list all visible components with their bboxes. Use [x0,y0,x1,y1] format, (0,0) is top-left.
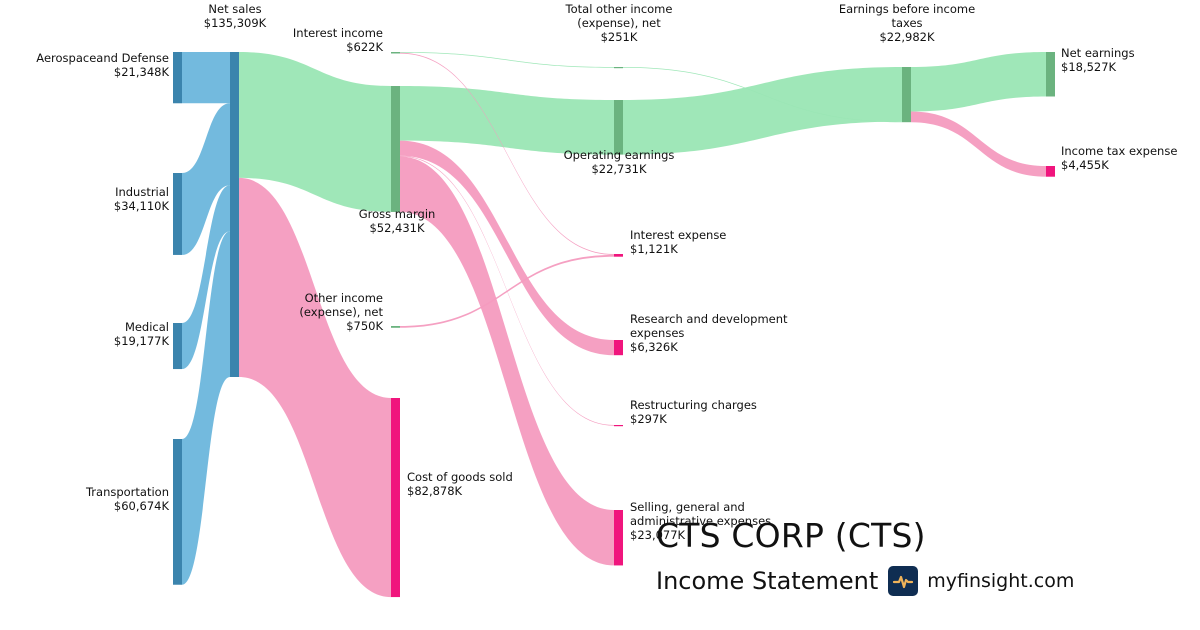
label-interest_expense: Interest expense$1,121K [630,228,726,256]
flow-gross_margin-to-operating [400,86,614,155]
node-total_other [614,67,623,69]
chart-title: CTS CORP (CTS) [656,516,926,555]
node-medical [173,323,182,370]
flow-gross_margin-to-rnd [400,140,614,356]
label-net_earnings: Net earnings$18,527K [1061,46,1135,74]
label-cogs: Cost of goods sold$82,878K [407,470,513,498]
node-net_sales [230,52,239,377]
flow-medical-to-net_sales [182,185,230,370]
node-sga [614,510,623,566]
node-restructuring [614,425,623,427]
flow-total_other-to-ebt [623,67,902,123]
label-net_sales: Net sales$135,309K [204,2,267,30]
flow-ebt-to-tax [911,111,1046,177]
label-interest_income: Interest income$622K [293,26,384,54]
label-total_other: Total other income(expense), net$251K [565,2,673,44]
label-restructuring: Restructuring charges$297K [630,398,757,426]
node-interest_expense [614,254,623,257]
flow-industrial-to-net_sales [182,103,230,255]
flow-interest_income-to-interest_expense [400,52,614,255]
flow-operating-to-ebt [623,67,902,155]
node-transport [173,439,182,585]
node-gross_margin [391,86,400,212]
flow-net_sales-to-gross_margin [239,52,391,212]
node-tax [1046,166,1055,177]
node-industrial [173,173,182,255]
node-ebt [902,67,911,123]
flow-ebt-to-net_earnings [911,52,1046,112]
flow-net_sales-to-cogs [239,177,391,598]
node-operating [614,100,623,155]
label-other_income: Other income(expense), net$750K [299,291,383,333]
label-aero: Aerospaceand Defense$21,348K [36,51,169,79]
node-net_earnings [1046,52,1055,97]
label-gross_margin: Gross margin$52,431K [359,207,436,235]
flow-gross_margin-to-sga [400,156,614,566]
node-interest_income [391,52,400,54]
flow-transport-to-net_sales [182,231,230,585]
label-industrial: Industrial$34,110K [114,185,170,213]
label-medical: Medical$19,177K [114,320,170,348]
node-cogs [391,398,400,598]
node-aero [173,52,182,104]
node-rnd [614,340,623,356]
chart-subtitle: Income Statement [656,567,879,595]
brand-row: Income Statement myfinsight.com [656,566,1074,596]
brand-name: myfinsight.com [927,570,1075,592]
label-tax: Income tax expense$4,455K [1061,144,1177,172]
label-operating: Operating earnings$22,731K [564,148,675,176]
node-other_income [391,326,400,328]
flow-other_income-to-interest_expense [400,254,614,328]
flow-interest_income-to-total_other [400,52,614,68]
flow-aero-to-net_sales [182,52,230,104]
pulse-chart-icon [888,566,919,596]
label-transport: Transportation$60,674K [85,485,169,513]
